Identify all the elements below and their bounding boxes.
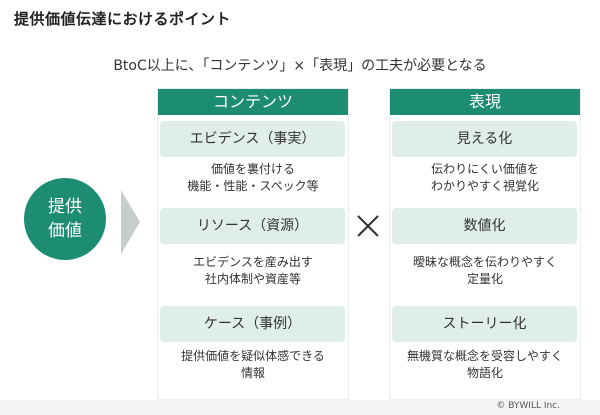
quantify-desc-line1: 曖昧な概念を伝わりやすく xyxy=(412,255,557,269)
visualize-desc-line2: わかりやすく視覚化 xyxy=(430,179,539,193)
contents-column-header: コンテンツ xyxy=(158,89,348,115)
case-description: 提供価値を疑似体感できる 情報 xyxy=(158,348,348,382)
value-circle-line2: 価値 xyxy=(48,221,82,241)
evidence-description: 価値を裏付ける 機能・性能・スペック等 xyxy=(158,161,348,195)
quantify-desc-line2: 定量化 xyxy=(466,272,503,286)
contents-column: コンテンツ エビデンス（事実） 価値を裏付ける 機能・性能・スペック等 リソース… xyxy=(158,89,348,399)
resource-description: エビデンスを産み出す 社内体制や資産等 xyxy=(158,254,348,288)
visualize-desc-line1: 伝わりにくい価値を xyxy=(431,162,539,176)
case-desc-line2: 情報 xyxy=(240,366,265,380)
resource-pill: リソース（資源） xyxy=(160,208,345,244)
chevron-right-icon xyxy=(121,190,140,254)
case-desc-line1: 提供価値を疑似体感できる xyxy=(181,349,325,363)
expression-column: 表現 見える化 伝わりにくい価値を わかりやすく視覚化 数値化 曖昧な概念を伝わ… xyxy=(390,89,580,399)
evidence-desc-line1: 価値を裏付ける xyxy=(210,162,295,176)
evidence-pill: エビデンス（事実） xyxy=(160,121,345,157)
story-description: 無機質な概念を受容しやすく 物語化 xyxy=(390,348,580,382)
story-desc-line1: 無機質な概念を受容しやすく xyxy=(407,349,563,363)
resource-desc-line2: 社内体制や資産等 xyxy=(204,272,301,286)
value-circle: 提供 価値 xyxy=(24,178,106,260)
case-pill: ケース（事例） xyxy=(160,306,345,342)
copyright-text: © BYWILL Inc. xyxy=(496,401,560,411)
value-circle-line1: 提供 xyxy=(48,197,82,217)
multiply-icon xyxy=(357,215,379,237)
visualize-description: 伝わりにくい価値を わかりやすく視覚化 xyxy=(390,161,580,195)
story-desc-line2: 物語化 xyxy=(466,366,503,380)
page-subtitle: BtoC以上に、「コンテンツ」×「表現」の工夫が必要となる xyxy=(113,58,487,74)
expression-column-header: 表現 xyxy=(390,89,580,115)
resource-desc-line1: エビデンスを産み出す xyxy=(193,255,313,269)
quantify-pill: 数値化 xyxy=(392,208,577,244)
visualize-pill: 見える化 xyxy=(392,121,577,157)
footer-bar xyxy=(0,400,600,415)
story-pill: ストーリー化 xyxy=(392,306,577,342)
quantify-description: 曖昧な概念を伝わりやすく 定量化 xyxy=(390,254,580,288)
evidence-desc-line2: 機能・性能・スペック等 xyxy=(187,179,319,193)
page-title: 提供価値伝達におけるポイント xyxy=(14,10,232,28)
